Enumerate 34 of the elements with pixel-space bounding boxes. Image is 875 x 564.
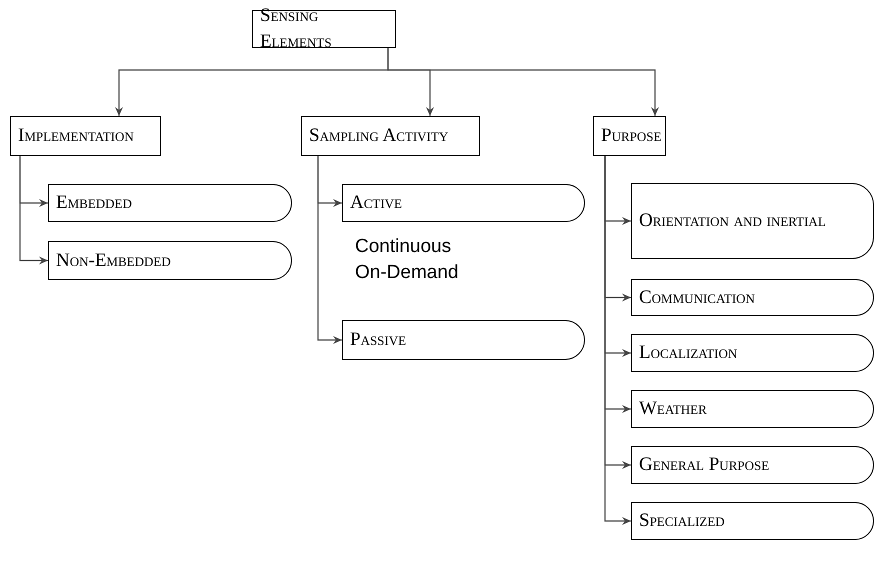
category-tab (631, 334, 874, 372)
category-tab (48, 241, 292, 280)
connector-arrow (19, 156, 48, 264)
category-tab (631, 183, 874, 259)
category-label: Communication (639, 286, 755, 310)
category-label: Localization (639, 341, 738, 366)
category-label: Weather (639, 397, 707, 422)
category-label: Embedded (56, 191, 132, 216)
category-label: Sampling Activity (309, 124, 448, 148)
category-label: Non-Embedded (56, 248, 171, 273)
category-label: Specialized (639, 509, 725, 534)
category-box (593, 116, 666, 156)
category-label: General Purpose (639, 453, 770, 478)
category-label: Active (350, 191, 402, 216)
category-tab (631, 279, 874, 316)
category-label: Purpose (601, 124, 662, 148)
category-tab (631, 390, 874, 428)
category-label: Orientation and inertial (639, 209, 826, 234)
category-label: Implementation (18, 124, 134, 148)
category-tab (48, 184, 292, 222)
list-item: Continuous (355, 235, 452, 259)
connector-arrow (317, 156, 342, 344)
category-box (252, 10, 396, 48)
category-box (10, 116, 161, 156)
category-tab (342, 184, 585, 222)
category-label: Sensing Elements (260, 4, 333, 54)
category-label: Passive (350, 328, 406, 352)
category-tab (342, 320, 585, 360)
connector-arrow (387, 48, 659, 116)
list-item: On-Demand (355, 261, 458, 285)
connector-arrow (604, 156, 631, 525)
category-tab (631, 502, 874, 540)
category-box (301, 116, 480, 156)
category-tab (631, 446, 874, 484)
